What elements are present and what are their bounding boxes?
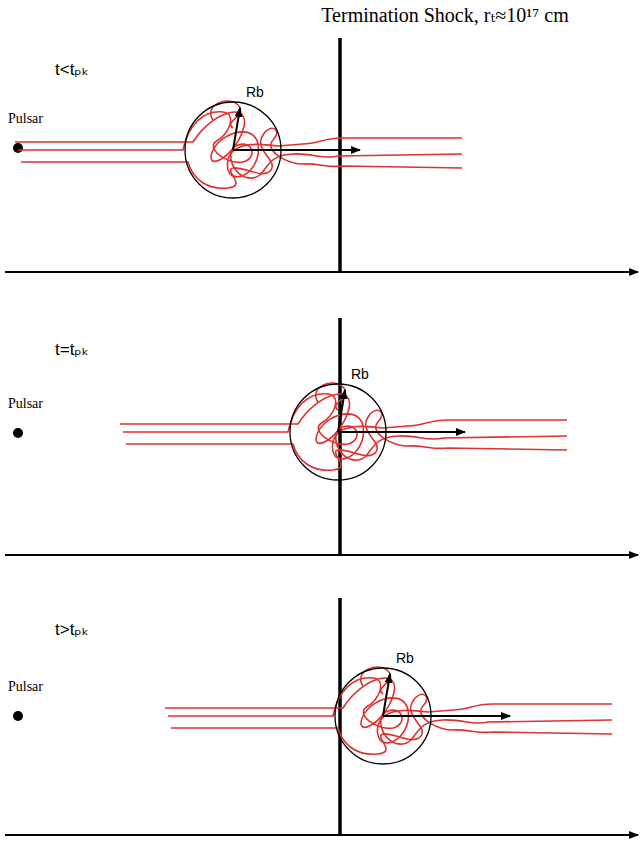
pulsar-label: Pulsar xyxy=(8,111,43,127)
pulsar-label: Pulsar xyxy=(8,679,43,695)
radius-label: Rb xyxy=(394,650,416,666)
radius-label: Rb xyxy=(244,84,266,100)
radius-label: Rb xyxy=(349,366,371,382)
figure-title: Termination Shock, rₜ≈10¹⁷ cm xyxy=(321,4,568,27)
pulsar-label: Pulsar xyxy=(8,396,43,412)
phase-label: t<tₚₖ xyxy=(55,60,89,80)
phase-label: t>tₚₖ xyxy=(55,620,89,640)
phase-label: t=tₚₖ xyxy=(55,340,89,360)
